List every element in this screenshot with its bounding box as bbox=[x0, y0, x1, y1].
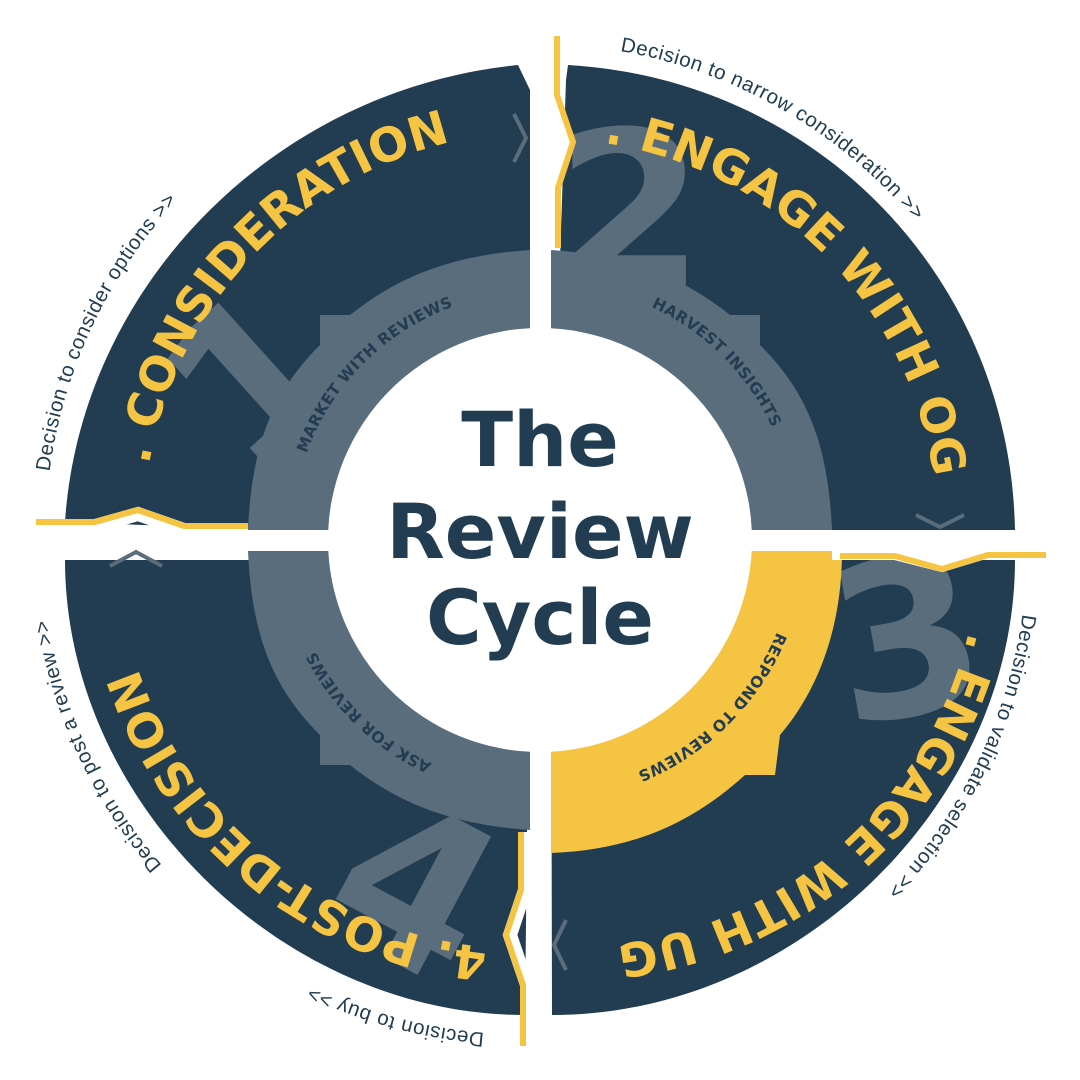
divider-bottom-accent bbox=[502, 832, 526, 1046]
chevron-right-icon bbox=[512, 113, 529, 163]
divider-left-lower bbox=[36, 535, 192, 558]
divider-bottom bbox=[502, 832, 534, 1046]
chevrons bbox=[109, 113, 965, 971]
divider-left-accent bbox=[36, 506, 248, 529]
divider-top bbox=[545, 36, 576, 248]
chevron-down-icon bbox=[915, 513, 965, 530]
center-circle bbox=[328, 328, 752, 752]
page-title: The Review Cycle bbox=[386, 395, 693, 662]
dividers bbox=[36, 36, 1046, 1046]
title-line-1: The bbox=[461, 395, 619, 484]
title-line-2: Review bbox=[386, 487, 693, 576]
chevron-left-icon bbox=[551, 919, 568, 971]
divider-top-accent bbox=[554, 36, 577, 248]
divider-right-accent bbox=[840, 552, 1046, 573]
title-line-3: Cycle bbox=[426, 573, 654, 662]
divider-left bbox=[36, 506, 248, 537]
chevron-up-icon bbox=[109, 549, 163, 568]
